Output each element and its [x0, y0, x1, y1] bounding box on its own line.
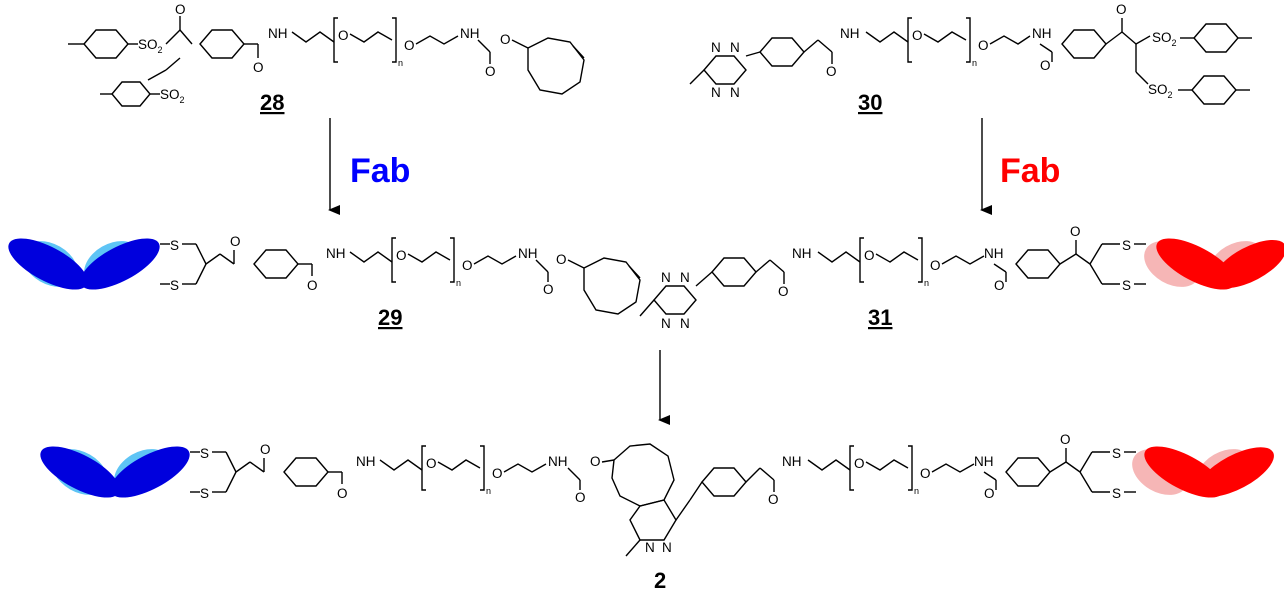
- nh-label-29a: NH: [326, 246, 346, 261]
- peg-o-label-29a: O: [396, 248, 407, 263]
- carbamate-o2-label-29: O: [556, 252, 567, 267]
- fab-label-right: Fab: [1000, 152, 1060, 190]
- fab-fragment-red-31: [1144, 238, 1284, 290]
- fab-fragment-blue-29: [8, 238, 160, 290]
- carbamate-o2-label-2: O: [590, 454, 601, 469]
- s-label-29b: S: [170, 278, 179, 293]
- s-label-2a: S: [200, 446, 209, 461]
- nh-label-2a: NH: [356, 454, 376, 469]
- compound-label-28: 28: [260, 90, 284, 115]
- s-label-31a: S: [1122, 238, 1131, 253]
- compound-label-30: 30: [858, 90, 882, 115]
- ketone-o-label-29: O: [230, 234, 241, 249]
- peg-o-label-29b: O: [462, 258, 473, 273]
- compound-29-structure: S S O O NH O n O NH O O: [160, 234, 641, 315]
- so2-label-2: SO2: [160, 87, 185, 105]
- carbamate-o-label-2: O: [575, 490, 586, 505]
- pyridazine-n1: N: [645, 540, 655, 555]
- nh-label-2: NH: [460, 26, 480, 41]
- peg-n-label-1: n: [398, 58, 403, 68]
- tetrazine-n4-31: N: [680, 316, 690, 331]
- amide-o-label-2c: O: [984, 486, 995, 501]
- compound-28-structure: SO2 O SO2 O NH O n O NH O O: [68, 2, 585, 107]
- carbamate-o2-label: O: [500, 32, 511, 47]
- peg-o-label-2b: O: [492, 466, 503, 481]
- compound-31-structure: N N N N O NH O n O NH O O S S: [639, 224, 1146, 331]
- s-label-29a: S: [170, 238, 179, 253]
- peg-o-label-2a: O: [426, 456, 437, 471]
- amide-o-label-29: O: [307, 278, 318, 293]
- nh-label-31a: NH: [792, 246, 812, 261]
- ketone-o-label-30: O: [1116, 2, 1127, 17]
- peg-o-label-2: O: [404, 38, 415, 53]
- ketone-o-label-2b: O: [1060, 432, 1071, 447]
- so2-label-1: SO2: [138, 37, 163, 55]
- tetrazine-n2-31: N: [680, 270, 690, 285]
- nh-label-2c: NH: [782, 454, 802, 469]
- amide-o-label-30b: O: [1040, 58, 1051, 73]
- nh-label-2d: NH: [974, 454, 994, 469]
- amide-o-label-31b: O: [994, 278, 1005, 293]
- peg-n-label-29: n: [456, 278, 461, 288]
- peg-o-label-31b: O: [930, 258, 941, 273]
- peg-o-label-31a: O: [864, 248, 875, 263]
- fab-label-left: Fab: [350, 152, 410, 190]
- peg-n-label-2b: n: [914, 486, 919, 496]
- compound-label-2: 2: [654, 568, 666, 593]
- s-label-2d: S: [1112, 486, 1121, 501]
- ketone-o-label: O: [175, 2, 186, 17]
- nh-label-1: NH: [268, 26, 288, 41]
- peg-o-label-2c: O: [854, 456, 865, 471]
- s-label-2b: S: [200, 486, 209, 501]
- compound-2-structure: S S O O NH O n O NH O O N N: [190, 432, 1136, 557]
- carbamate-o-label-29: O: [543, 282, 554, 297]
- compound-label-31: 31: [868, 305, 892, 330]
- so2-label-30b: SO2: [1148, 82, 1173, 100]
- tetrazine-n1: N: [711, 40, 721, 55]
- peg-o-label-30a: O: [912, 28, 923, 43]
- peg-o-label-30b: O: [978, 38, 989, 53]
- peg-o-label-2d: O: [920, 466, 931, 481]
- tetrazine-n2: N: [730, 40, 740, 55]
- peg-n-label-31: n: [924, 278, 929, 288]
- s-label-31b: S: [1122, 278, 1131, 293]
- fab-fragment-blue-2: [40, 446, 190, 498]
- so2-label-30a: SO2: [1152, 30, 1177, 48]
- tetrazine-n1-31: N: [661, 270, 671, 285]
- pyridazine-n2: N: [662, 540, 672, 555]
- s-label-2c: S: [1112, 446, 1121, 461]
- compound-30-structure: N N N N O NH O n O NH O O SO2 SO2: [689, 2, 1252, 105]
- amide-o-label-31a: O: [778, 284, 789, 299]
- ketone-o-label-31: O: [1070, 224, 1081, 239]
- peg-n-label-30: n: [972, 58, 977, 68]
- amide-o-label-2a: O: [337, 486, 348, 501]
- tetrazine-n3-31: N: [661, 316, 671, 331]
- nh-label-29b: NH: [518, 246, 538, 261]
- fab-fragment-red-2: [1132, 446, 1274, 498]
- nh-label-30b: NH: [1032, 26, 1052, 41]
- tetrazine-n3: N: [711, 85, 721, 100]
- ketone-o-label-2a: O: [260, 442, 271, 457]
- nh-label-2b: NH: [548, 454, 568, 469]
- tetrazine-n4: N: [730, 85, 740, 100]
- carbamate-o-label: O: [485, 64, 496, 79]
- nh-label-31b: NH: [984, 246, 1004, 261]
- peg-n-label-2a: n: [486, 486, 491, 496]
- peg-o-label-1: O: [338, 28, 349, 43]
- compound-label-29: 29: [378, 305, 402, 330]
- amide-o-label-30: O: [826, 64, 837, 79]
- amide-o-label-2b: O: [768, 492, 779, 507]
- amide-o-label: O: [253, 60, 264, 75]
- nh-label-30a: NH: [840, 26, 860, 41]
